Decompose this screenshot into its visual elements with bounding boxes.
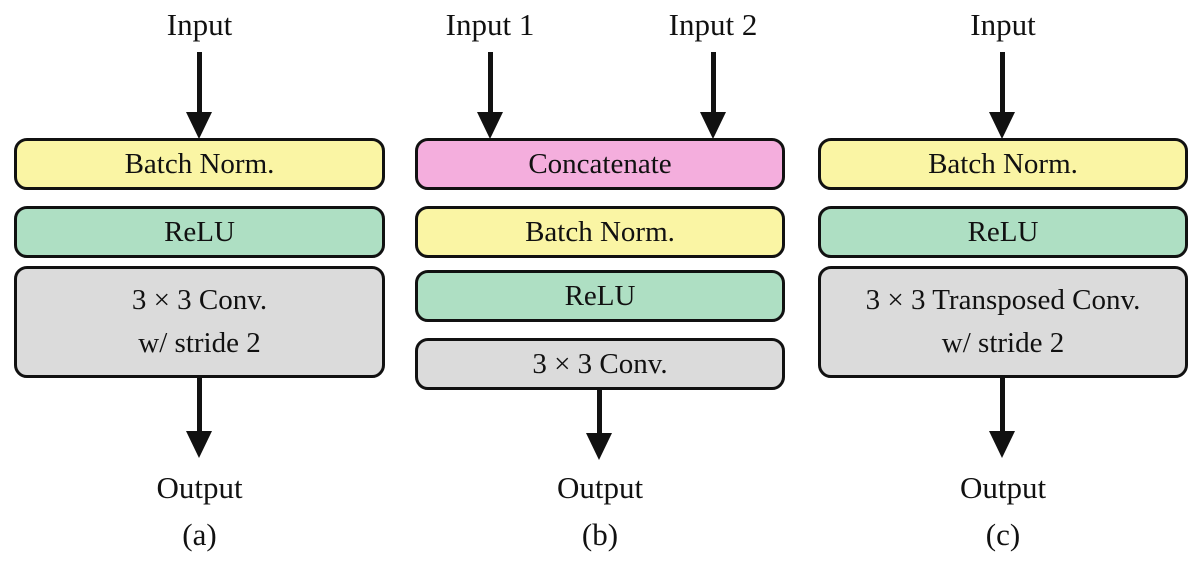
block-label-line2: w/ stride 2 xyxy=(941,327,1065,359)
block-label: 3 × 3 Conv. xyxy=(131,284,268,317)
block-batch-norm: Batch Norm. xyxy=(818,138,1188,190)
block-label: ReLU xyxy=(164,215,235,248)
block-label: Batch Norm. xyxy=(124,147,275,180)
panel-caption: (b) xyxy=(581,517,619,552)
block-batch-norm: Batch Norm. xyxy=(14,138,385,190)
panel-caption: (a) xyxy=(182,517,217,552)
input-label: Input xyxy=(970,7,1036,42)
block-conv-stride-2: 3 × 3 Conv. w/ stride 2 xyxy=(14,266,385,378)
panel-a: Input Batch Norm. ReLU 3 × 3 Conv. w/ st… xyxy=(14,0,385,561)
output-label: Output xyxy=(556,470,644,505)
input1-label: Input 1 xyxy=(445,7,535,42)
block-batch-norm: Batch Norm. xyxy=(415,206,785,258)
block-label-line2: w/ stride 2 xyxy=(138,327,261,359)
block-label: 3 × 3 Conv. xyxy=(532,347,668,380)
block-label: 3 × 3 Transposed Conv. xyxy=(865,284,1141,317)
input2-label: Input 2 xyxy=(668,7,758,42)
panel-c: Input Batch Norm. ReLU 3 × 3 Transposed … xyxy=(818,0,1188,561)
block-label: Batch Norm. xyxy=(928,147,1078,180)
panel-b: Input 1 Input 2 Concatenate Batch Norm. … xyxy=(415,0,785,561)
block-label: ReLU xyxy=(564,279,636,312)
block-transposed-conv-stride-2: 3 × 3 Transposed Conv. w/ stride 2 xyxy=(818,266,1188,378)
output-label: Output xyxy=(156,470,243,505)
output-label: Output xyxy=(959,470,1047,505)
input-label: Input xyxy=(166,7,233,42)
block-concatenate: Concatenate xyxy=(415,138,785,190)
block-relu: ReLU xyxy=(14,206,385,258)
block-relu: ReLU xyxy=(415,270,785,322)
block-label: Batch Norm. xyxy=(525,215,675,248)
block-label: Concatenate xyxy=(528,147,672,180)
panel-caption: (c) xyxy=(985,517,1021,552)
block-conv: 3 × 3 Conv. xyxy=(415,338,785,390)
block-relu: ReLU xyxy=(818,206,1188,258)
block-label: ReLU xyxy=(967,215,1039,248)
